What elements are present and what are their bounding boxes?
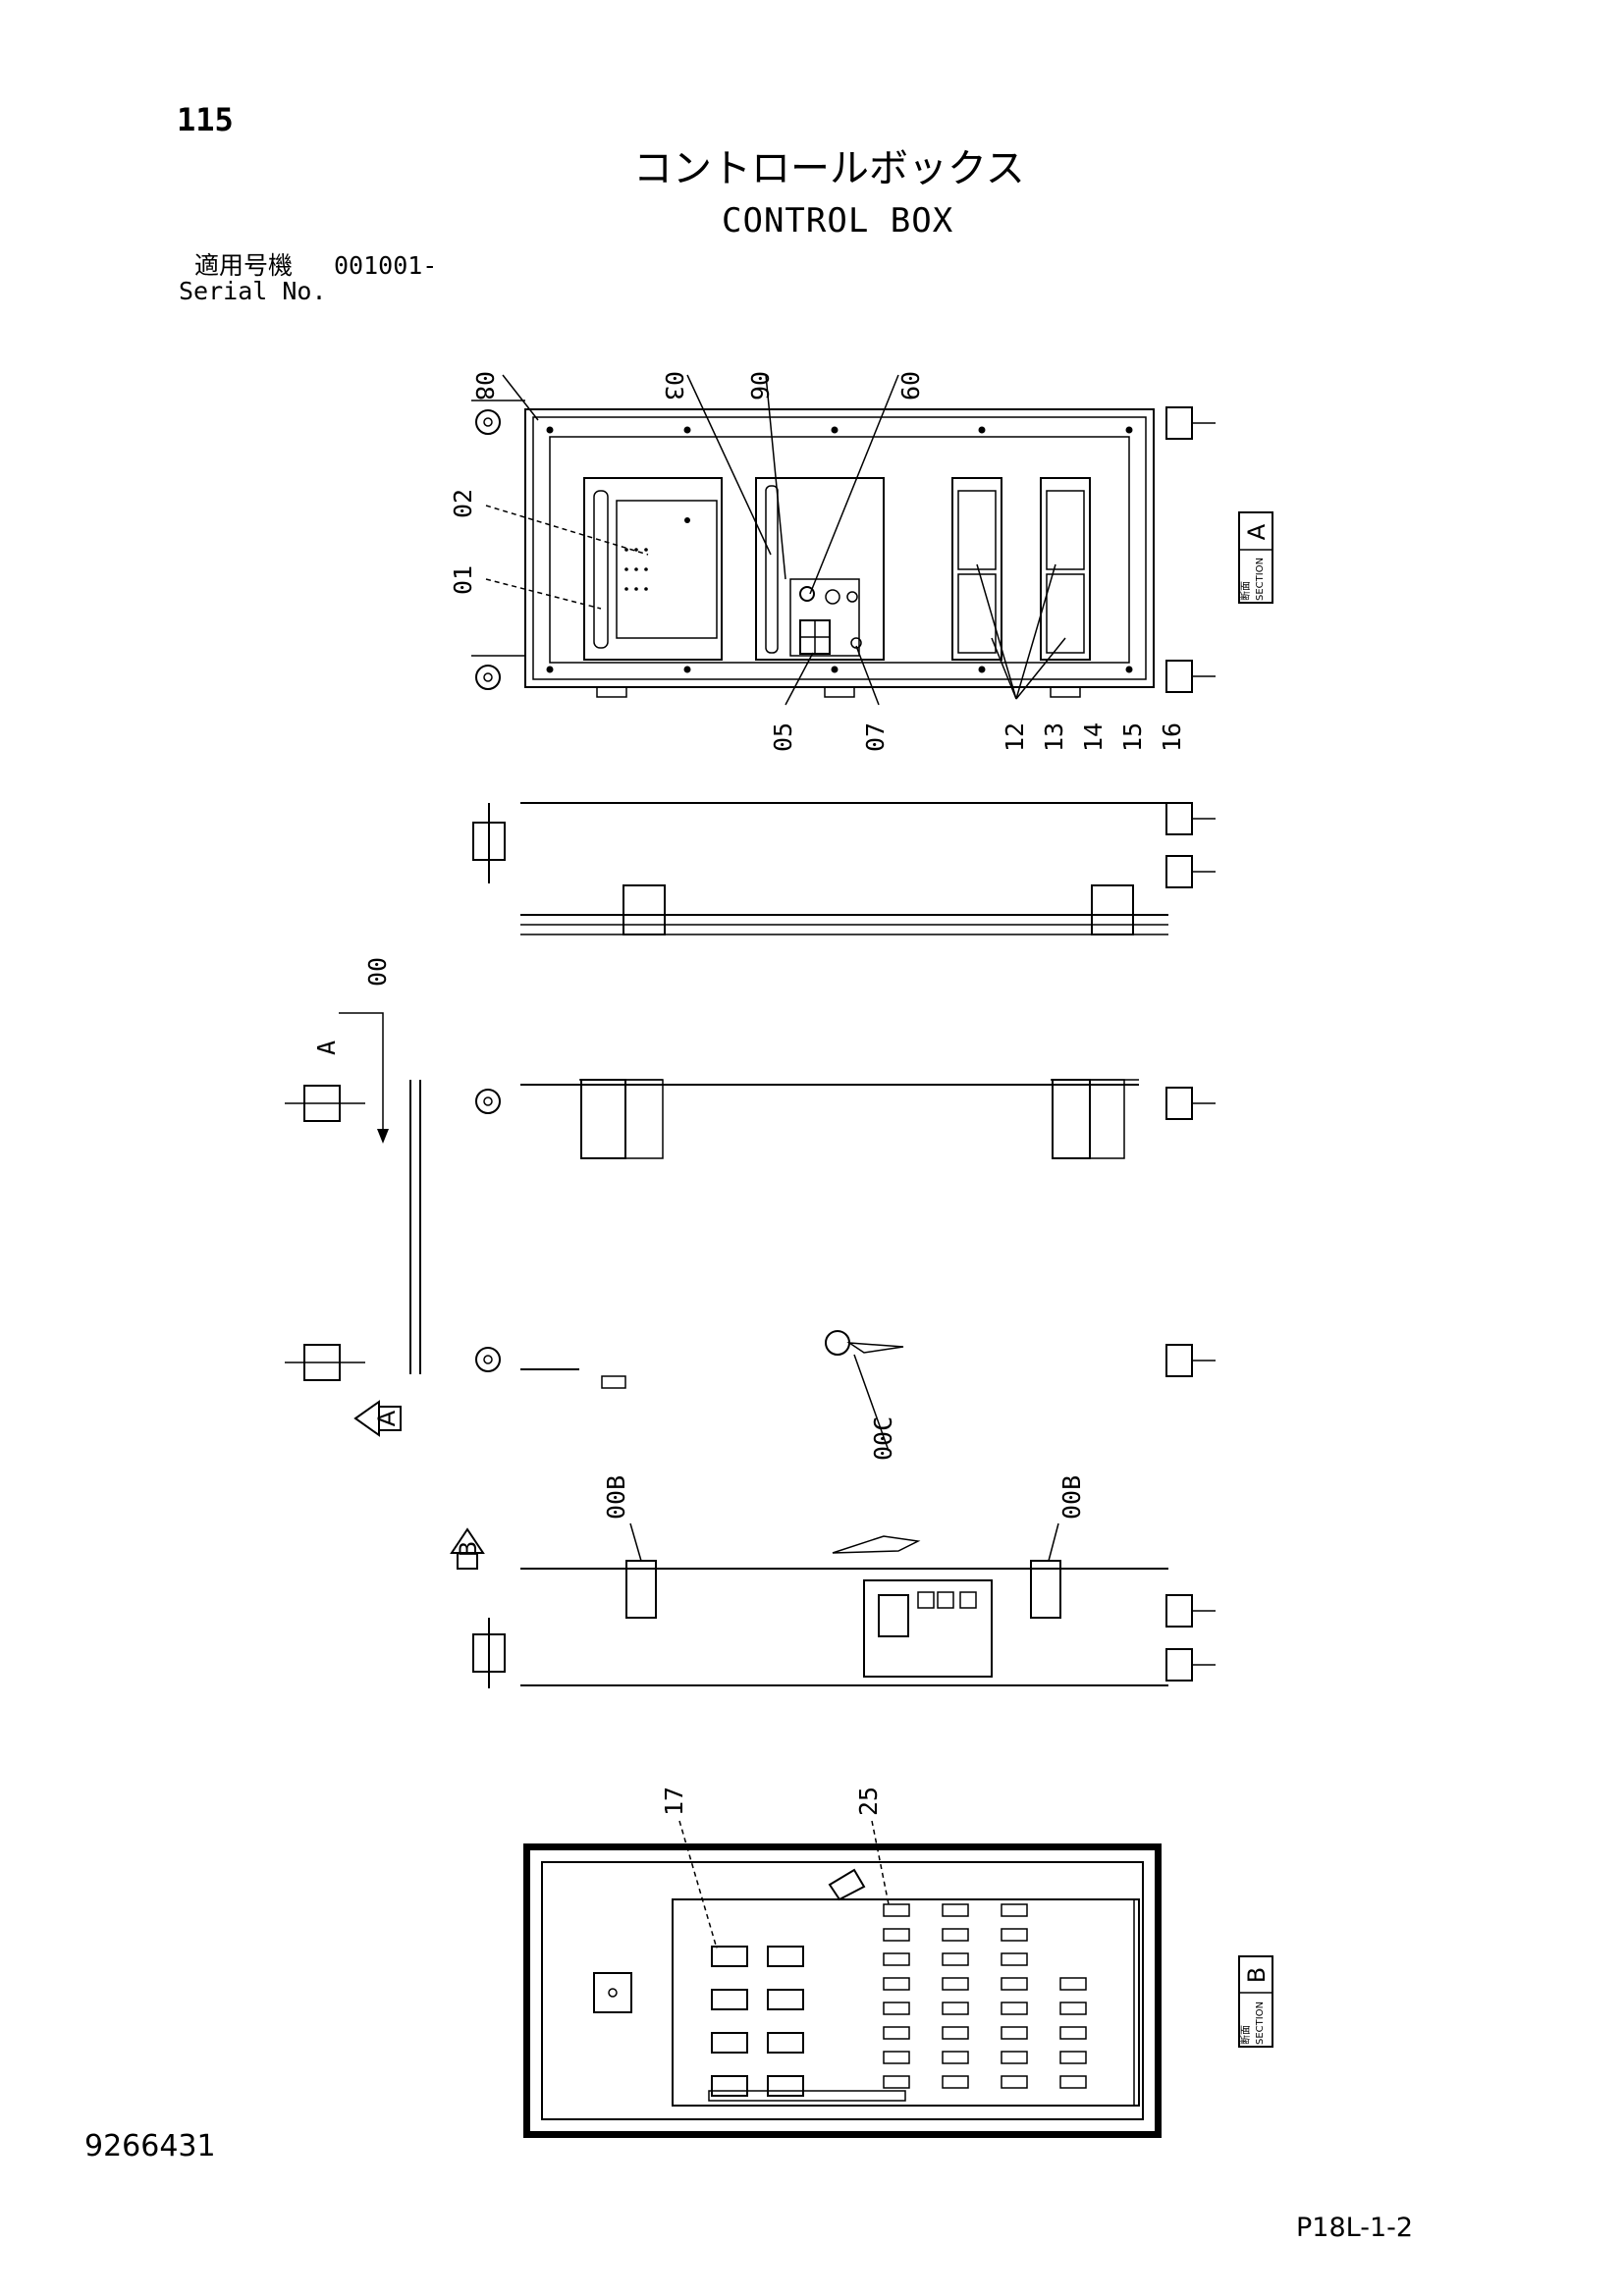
callout-09: 09 — [895, 371, 924, 400]
relay-panel — [755, 477, 885, 661]
callout-13: 13 — [1040, 722, 1068, 752]
side-view-4: 00B 00B B — [450, 1475, 1216, 1688]
latch-top-right — [1165, 406, 1193, 440]
section-b-view: 17 25 B SECTION 断面 — [523, 1787, 1273, 2138]
section-b-label: SECTION — [1255, 2002, 1266, 2045]
callout-00b-left: 00B — [602, 1475, 630, 1520]
latch-bottom-right — [1165, 660, 1193, 693]
callout-14: 14 — [1079, 722, 1108, 752]
serial-label-english: Serial No. — [179, 277, 327, 305]
callout-02: 02 — [449, 489, 477, 518]
switch-panel — [863, 1579, 993, 1678]
section-a-letter: A — [1243, 523, 1271, 540]
view-marker-a: A — [373, 1410, 401, 1426]
side-view-3: 00C A — [353, 1330, 1216, 1461]
page-number: 115 — [177, 101, 234, 138]
box-inner-frame — [532, 416, 1147, 680]
side-bracket-right — [1091, 884, 1134, 935]
callout-07: 07 — [861, 722, 890, 752]
controller-unit — [583, 477, 723, 661]
callout-25: 25 — [854, 1787, 883, 1816]
callout-03: 03 — [660, 371, 688, 400]
callout-05: 05 — [769, 722, 797, 752]
callout-15: 15 — [1118, 722, 1147, 752]
section-a-kanji: 断面 — [1239, 581, 1252, 601]
section-b-letter: B — [1243, 1967, 1271, 1983]
relay-array — [711, 1946, 804, 2097]
title-japanese: コントロールボックス — [633, 146, 1025, 191]
callout-00: 00 — [363, 957, 392, 987]
callout-00c: 00C — [869, 1416, 897, 1461]
hinge-top-left — [475, 409, 501, 435]
section-b-kanji: 断面 — [1239, 2025, 1252, 2045]
fuse-holder-left — [951, 477, 1002, 661]
side2-bracket-right — [1052, 1079, 1091, 1159]
callout-17: 17 — [660, 1787, 688, 1816]
terminal-board — [672, 1898, 1140, 2107]
side2-bracket-left — [580, 1079, 626, 1159]
side-bracket-left — [623, 884, 666, 935]
callout-08: 08 — [470, 371, 499, 400]
fuse-array — [883, 1903, 1087, 2089]
callout-16: 16 — [1158, 722, 1186, 752]
mounting-plate — [549, 436, 1130, 664]
grommet-block — [593, 1972, 632, 2013]
serial-label-japanese: 適用号機 — [194, 251, 294, 280]
clamp-symbol — [828, 1868, 866, 1901]
view-marker-b: B — [455, 1541, 482, 1557]
section-b-marker: B SECTION 断面 — [1238, 1955, 1273, 2048]
callout-view-a: A — [312, 1041, 341, 1055]
callout-00b-right: 00B — [1057, 1475, 1086, 1520]
serial-value: 001001- — [334, 251, 438, 280]
top-view: 08 03 06 09 02 01 05 07 12 13 14 15 16 A… — [449, 371, 1273, 752]
side-view-2: 00 A — [285, 957, 1216, 1381]
callout-01: 01 — [449, 565, 477, 595]
pad-right — [1030, 1560, 1061, 1619]
title-english: CONTROL BOX — [722, 201, 954, 240]
section-a-label: SECTION — [1255, 558, 1266, 601]
hinge-bottom-left — [475, 665, 501, 690]
sheet-reference: P18L-1-2 — [1296, 2213, 1414, 2243]
side-view-1 — [472, 802, 1216, 935]
drawing-number: 9266431 — [84, 2129, 216, 2163]
lever-pivot — [825, 1330, 850, 1356]
section-a-marker: A SECTION 断面 — [1238, 511, 1273, 604]
callout-12: 12 — [1001, 722, 1029, 752]
fuse-holder-right — [1040, 477, 1091, 661]
callout-06: 06 — [745, 371, 774, 400]
